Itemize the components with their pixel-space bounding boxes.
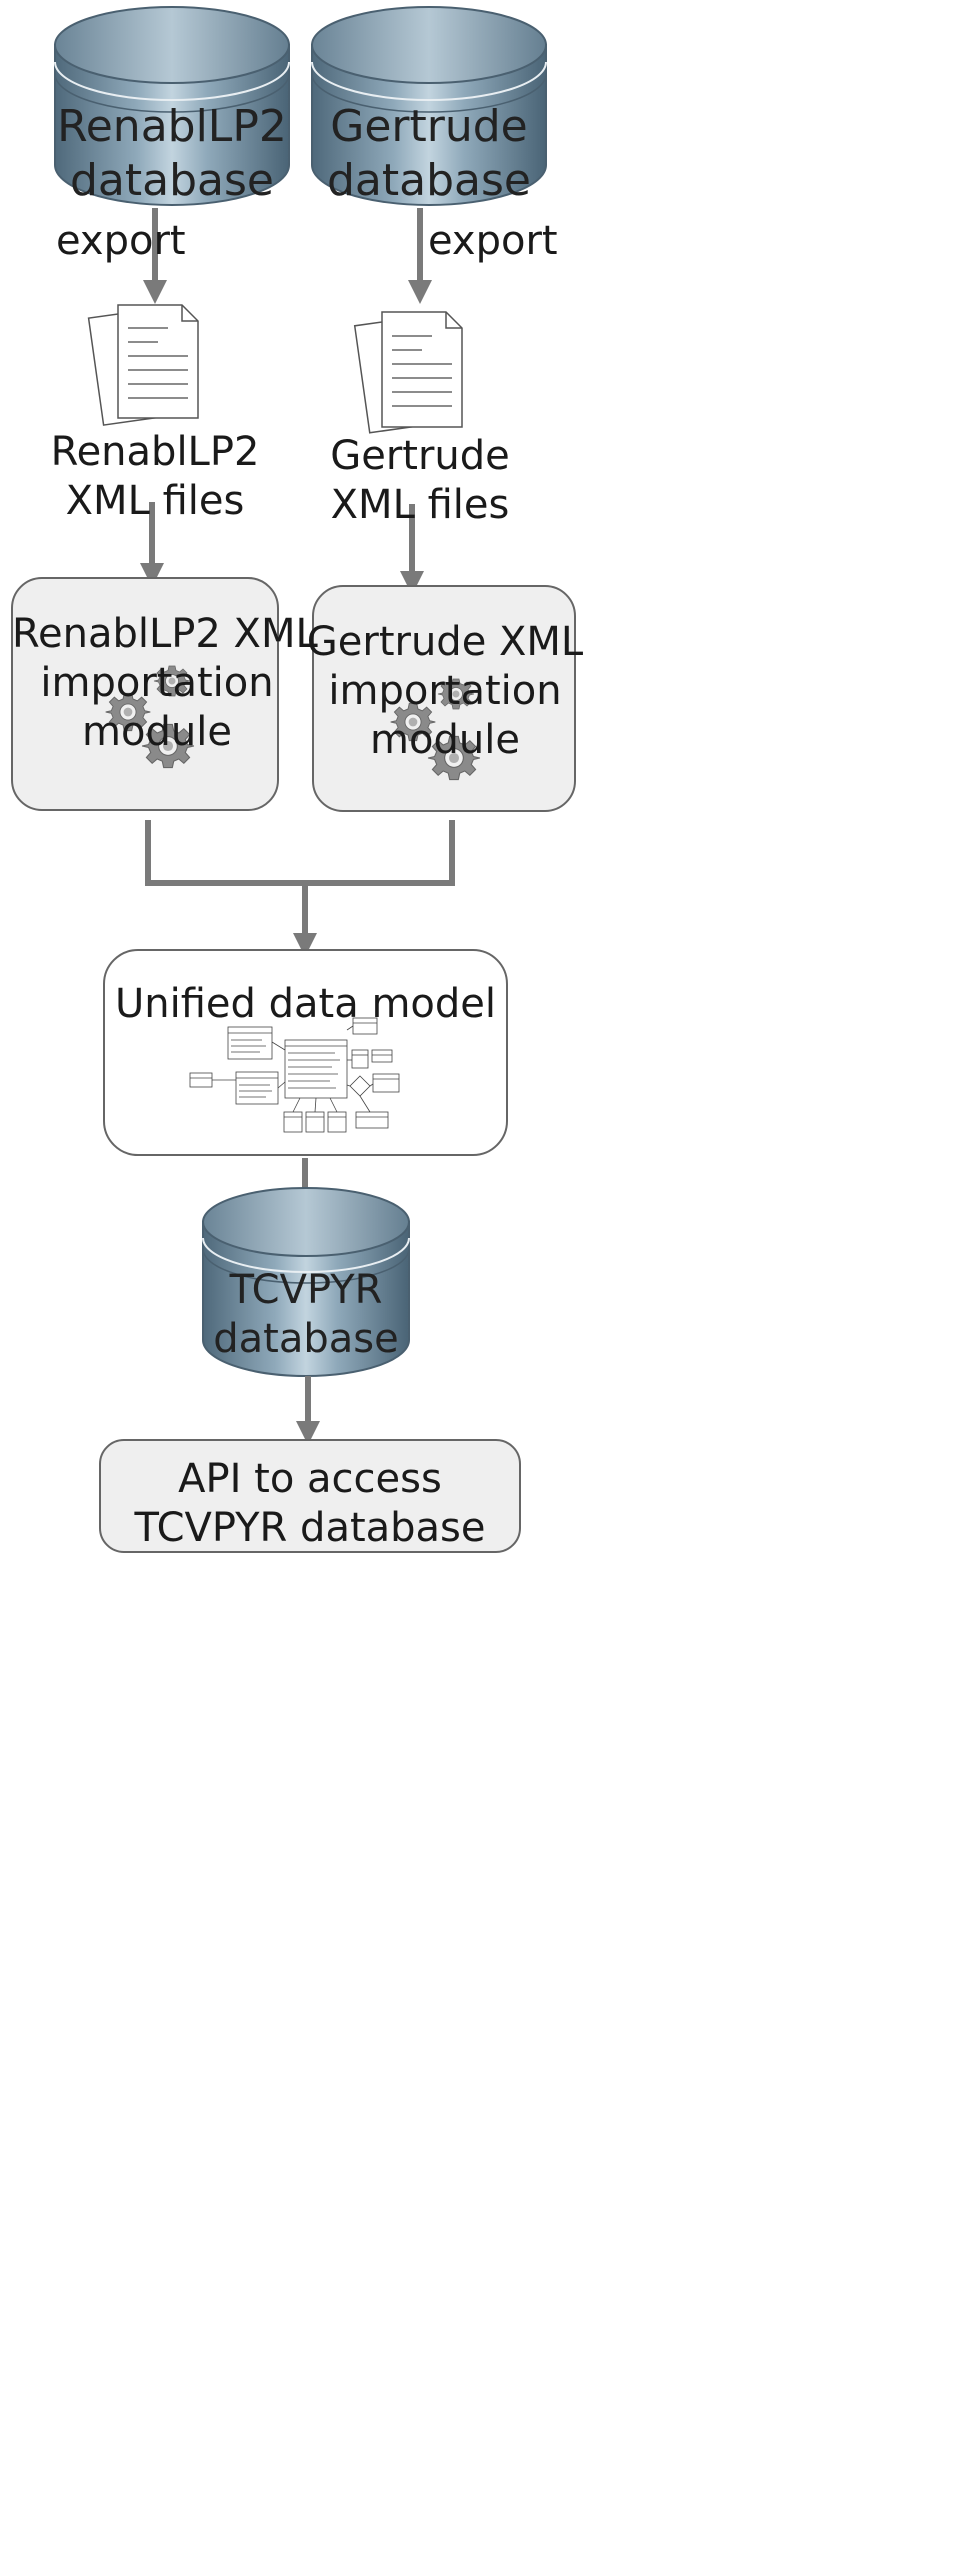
renabl-database-label: RenablLP2 database xyxy=(55,100,289,207)
gertrude-database-line2: database xyxy=(327,154,531,206)
tcvpyr-database-label: TCVPYR database xyxy=(203,1266,409,1364)
renabl-export-label: export xyxy=(20,217,226,266)
gertrude-files-line1: Gertrude xyxy=(330,433,510,479)
api-line1: API to access xyxy=(178,1456,442,1502)
tcvpyr-database-line2: database xyxy=(213,1315,399,1362)
renabl-module-box xyxy=(11,577,279,811)
gertrude-database-label: Gertrude database xyxy=(312,100,546,207)
gertrude-export-label: export xyxy=(428,217,558,266)
renabl-database-line1: RenablLP2 xyxy=(57,101,287,152)
api-label: API to access TCVPYR database xyxy=(100,1455,520,1553)
gertrude-document-stack-icon xyxy=(353,311,463,434)
renabl-database-line2: database xyxy=(70,154,274,206)
uml-class-diagram-icon xyxy=(189,1017,400,1133)
gertrude-module-line1: Gertrude XML xyxy=(306,619,584,665)
api-line2: TCVPYR database xyxy=(134,1504,486,1551)
gertrude-module-line3: module xyxy=(370,716,520,763)
renabl-files-line2: XML files xyxy=(65,477,245,524)
gertrude-database-cylinder xyxy=(311,6,547,206)
unified-model-title: Unified data model xyxy=(104,980,507,1029)
renabl-module-label: RenablLP2 XML importation module xyxy=(12,610,318,756)
tcvpyr-database-line1: TCVPYR xyxy=(229,1267,383,1313)
unified-model-title-text: Unified data model xyxy=(114,981,496,1027)
renabl-files-line1: RenablLP2 xyxy=(50,429,260,475)
renabl-files-label: RenablLP2 XML files xyxy=(40,428,270,526)
renabl-document-stack-icon xyxy=(87,304,199,426)
renabl-export-text: export xyxy=(56,218,186,264)
merge-connector xyxy=(145,820,455,957)
renabl-database-cylinder xyxy=(54,6,290,206)
api-box xyxy=(99,1439,521,1553)
gertrude-files-label: Gertrude XML files xyxy=(305,432,535,530)
gertrude-database-line1: Gertrude xyxy=(330,101,528,152)
gertrude-module-label: Gertrude XML importation module xyxy=(303,618,587,764)
gertrude-export-text: export xyxy=(428,218,558,264)
tcvpyr-database-cylinder xyxy=(202,1187,410,1377)
gertrude-module-line2: importation xyxy=(328,667,562,714)
renabl-module-line3: module xyxy=(82,708,232,755)
renabl-module-line1: RenablLP2 XML xyxy=(12,611,318,657)
gertrude-files-line2: XML files xyxy=(330,481,510,528)
renabl-module-line2: importation xyxy=(40,659,274,706)
